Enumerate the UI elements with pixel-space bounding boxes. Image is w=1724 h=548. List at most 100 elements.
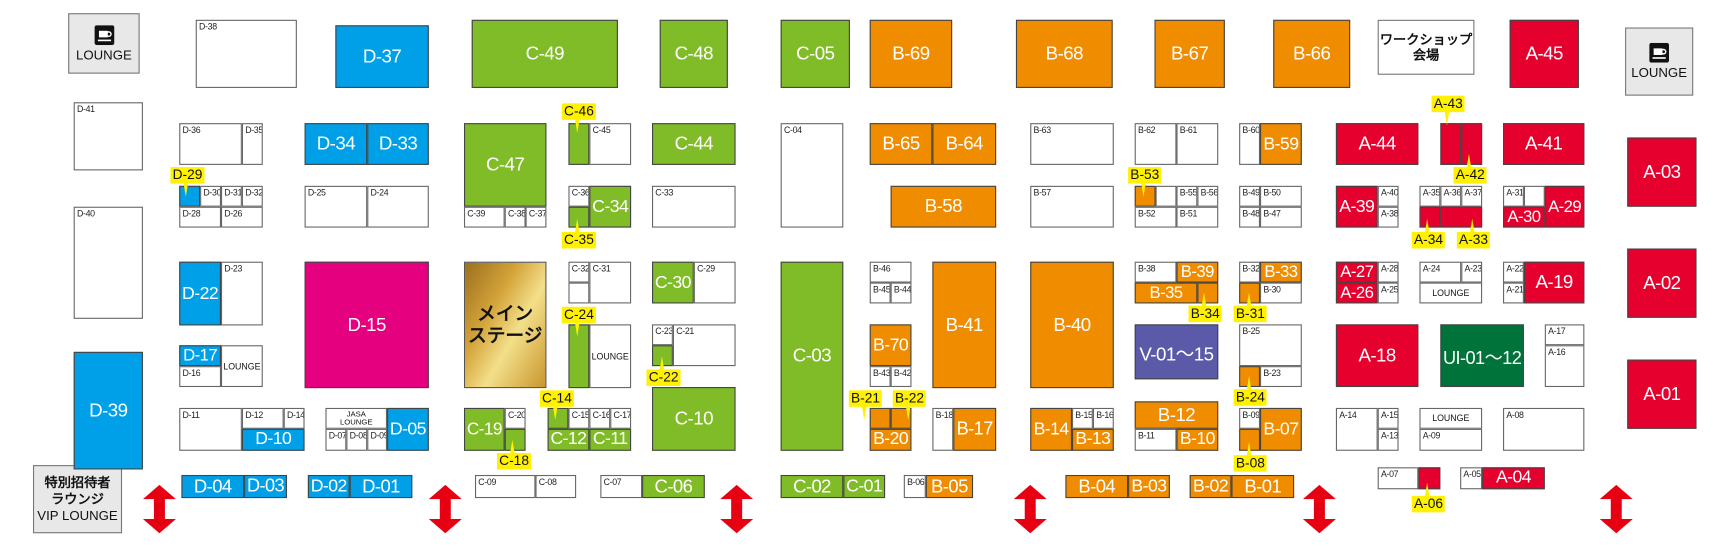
booth-c-30[interactable]: C-30 (652, 261, 694, 304)
booth-c-01[interactable]: C-01 (843, 474, 886, 499)
booth-d-15[interactable]: D-15 (304, 261, 429, 389)
booth-d-39[interactable]: D-39 (73, 351, 143, 470)
booth-b-67[interactable]: B-67 (1154, 19, 1225, 88)
booth-c-48[interactable]: C-48 (659, 19, 728, 88)
booth-b-05[interactable]: B-05 (925, 474, 974, 499)
booth-a-31[interactable]: A-31 (1503, 185, 1524, 207)
booth-d-07[interactable]: D-07 (325, 428, 347, 451)
booth-c-12[interactable]: C-12 (547, 428, 590, 451)
booth-b-59[interactable]: B-59 (1260, 123, 1302, 165)
booth-b-06[interactable]: B-06 (903, 474, 926, 499)
booth-a-04[interactable]: A-04 (1482, 467, 1545, 490)
booth-a-36[interactable]: A-36 (1440, 185, 1462, 207)
booth-v-01-15[interactable]: V-01〜15 (1134, 324, 1219, 380)
booth-a-13[interactable]: A-13 (1377, 428, 1399, 451)
booth-c-02[interactable]: C-02 (780, 474, 844, 499)
booth-a-33[interactable] (1440, 206, 1483, 228)
lounge-a1[interactable]: LOUNGE (1419, 282, 1483, 304)
booth-b-35[interactable]: B-35 (1134, 282, 1198, 304)
booth-a-40[interactable]: A-40 (1377, 185, 1399, 207)
booth-a-06[interactable] (1418, 467, 1441, 490)
booth-b-33[interactable]: B-33 (1260, 261, 1302, 283)
booth-d-02[interactable]: D-02 (307, 474, 350, 499)
booth-b-20[interactable]: B-20 (869, 428, 912, 451)
booth-a-24[interactable]: A-24 (1419, 261, 1462, 283)
booth-b-15[interactable]: B-15 (1072, 407, 1093, 429)
booth-b-43[interactable]: B-43 (869, 366, 891, 388)
booth-b-11[interactable]: B-11 (1134, 428, 1177, 451)
booth-b-50[interactable]: B-50 (1260, 185, 1302, 207)
booth-c-19[interactable]: C-19 (463, 407, 505, 451)
booth-a-19[interactable]: A-19 (1523, 261, 1585, 304)
booth-d-09[interactable]: D-09 (367, 428, 388, 451)
booth-d-22[interactable]: D-22 (179, 261, 221, 326)
booth-d-16[interactable]: D-16 (179, 366, 221, 388)
booth-d-24[interactable]: D-24 (367, 185, 429, 228)
booth-b-04[interactable]: B-04 (1065, 474, 1129, 499)
booth-a-27[interactable]: A-27 (1335, 261, 1378, 283)
booth-b-44[interactable]: B-44 (890, 282, 912, 304)
booth-d-40[interactable]: D-40 (73, 206, 143, 319)
booth-d-05[interactable]: D-05 (387, 407, 429, 451)
booth-c-34[interactable]: C-34 (589, 185, 632, 228)
booth-b-57[interactable]: B-57 (1030, 185, 1114, 228)
booth-d-38[interactable]: D-38 (195, 19, 297, 88)
booth-b-34[interactable] (1197, 282, 1219, 304)
booth-d-11[interactable]: D-11 (179, 407, 242, 451)
booth-b-23[interactable]: B-23 (1260, 366, 1302, 388)
booth-d-31[interactable]: D-31 (220, 185, 242, 207)
main-stage[interactable]: メイン ステージ (463, 261, 547, 389)
booth-b-65[interactable]: B-65 (869, 123, 933, 165)
booth-a-42[interactable] (1461, 123, 1483, 165)
booth-c-45[interactable]: C-45 (589, 123, 632, 165)
booth-c-17[interactable]: C-17 (610, 407, 632, 429)
booth-b-69[interactable]: B-69 (869, 19, 953, 88)
booth-b-42[interactable]: B-42 (890, 366, 912, 388)
booth-c-10[interactable]: C-10 (652, 387, 736, 451)
booth-a-30[interactable]: A-30 (1503, 206, 1545, 228)
booth-b-61[interactable]: B-61 (1176, 123, 1219, 165)
booth-a-25[interactable]: A-25 (1377, 282, 1399, 304)
booth-d-10[interactable]: D-10 (241, 428, 305, 451)
booth-a-38[interactable]: A-38 (1377, 206, 1399, 228)
booth-c-31[interactable]: C-31 (589, 261, 632, 304)
booth-b-25[interactable]: B-25 (1239, 324, 1302, 367)
booth-b-07[interactable]: B-07 (1260, 407, 1302, 451)
lounge-a2[interactable]: LOUNGE (1419, 407, 1483, 429)
lounge-right[interactable]: LOUNGE (1625, 27, 1694, 96)
booth-a-37[interactable]: A-37 (1461, 185, 1483, 207)
booth-c-47[interactable]: C-47 (463, 123, 547, 207)
booth-a-21[interactable]: A-21 (1503, 282, 1524, 304)
booth-a-17[interactable]: A-17 (1544, 324, 1585, 346)
booth-a-41[interactable]: A-41 (1503, 123, 1585, 165)
booth-c-09[interactable]: C-09 (474, 474, 536, 499)
booth-c-39[interactable]: C-39 (463, 206, 505, 228)
booth-c-29[interactable]: C-29 (693, 261, 736, 304)
booth-d-41[interactable]: D-41 (73, 102, 143, 171)
booth-c-49[interactable]: C-49 (471, 19, 618, 88)
booth-b-56[interactable]: B-56 (1197, 185, 1219, 207)
booth-c-23[interactable]: C-23 (652, 324, 673, 346)
booth-b-58[interactable]: B-58 (890, 185, 997, 228)
booth-a-39[interactable]: A-39 (1335, 185, 1378, 228)
booth-c-37[interactable]: C-37 (525, 206, 547, 228)
booth-a-09[interactable]: A-09 (1419, 428, 1483, 451)
booth-a-01[interactable]: A-01 (1627, 359, 1697, 429)
booth-c-18[interactable] (504, 428, 526, 451)
workshop-venue[interactable]: ワークショップ 会場 (1377, 19, 1475, 75)
booth-b-09[interactable]: B-09 (1239, 407, 1261, 429)
booth-d-17[interactable]: D-17 (179, 345, 221, 367)
booth-b-10[interactable]: B-10 (1176, 428, 1219, 451)
booth-b-39[interactable]: B-39 (1176, 261, 1219, 283)
booth-a-07[interactable]: A-07 (1377, 467, 1419, 490)
booth-c-14[interactable] (547, 407, 569, 429)
booth-a-15[interactable]: A-15 (1377, 407, 1399, 429)
booth-a-16[interactable]: A-16 (1544, 345, 1585, 388)
booth-c-06[interactable]: C-06 (642, 474, 705, 499)
booth-a-02[interactable]: A-02 (1627, 248, 1697, 318)
booth-c-32[interactable]: C-32 (568, 261, 590, 283)
booth-d-25[interactable]: D-25 (304, 185, 368, 228)
booth-b-68[interactable]: B-68 (1015, 19, 1113, 88)
booth-c-44[interactable]: C-44 (652, 123, 736, 165)
booth-b-41[interactable]: B-41 (932, 261, 997, 389)
